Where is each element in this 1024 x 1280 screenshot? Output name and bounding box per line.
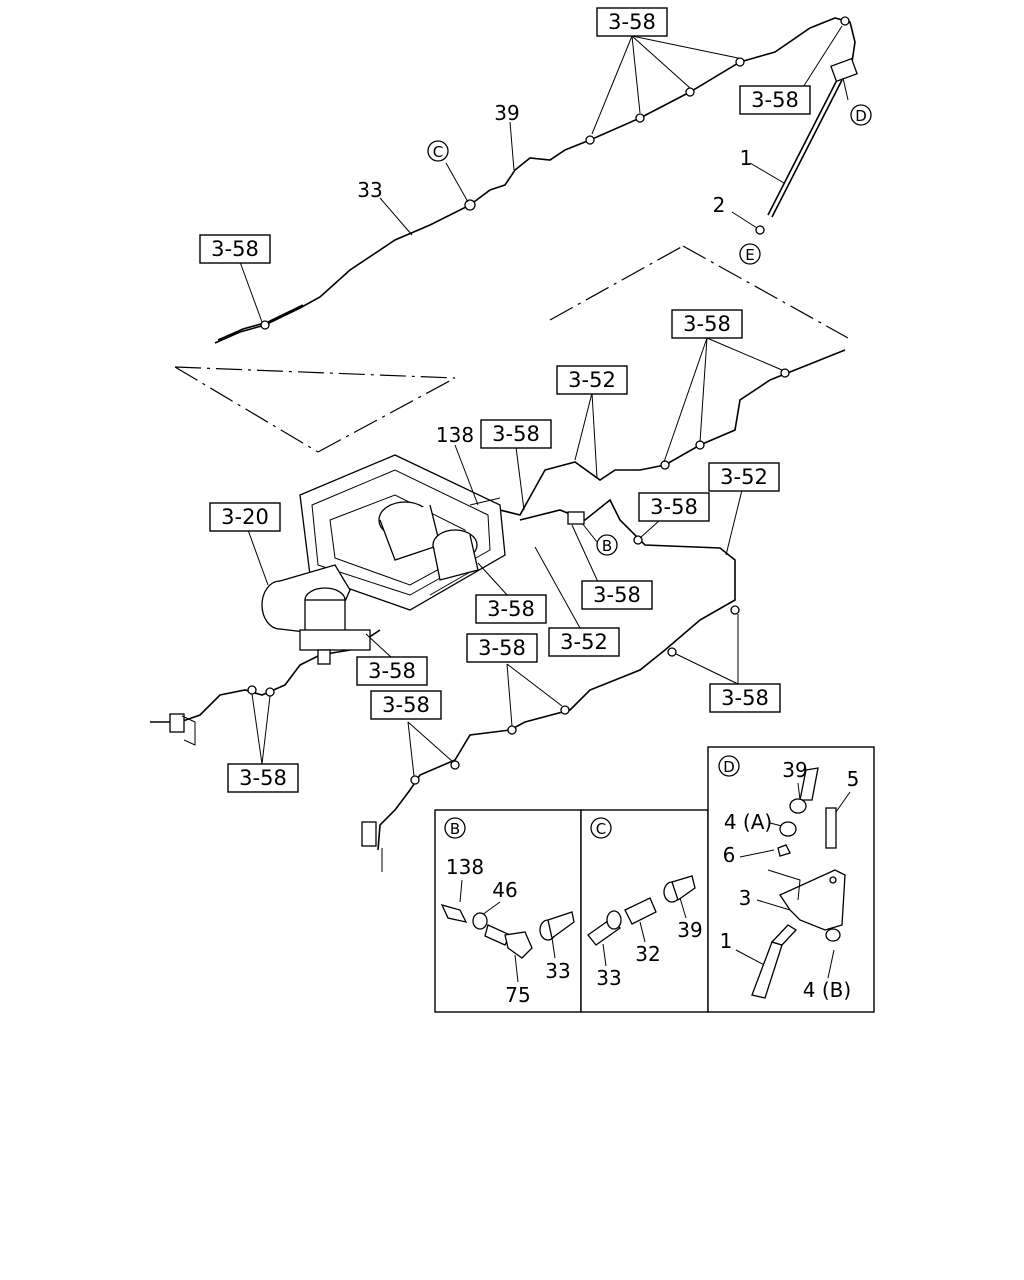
svg-text:3-52: 3-52: [568, 368, 616, 392]
svg-text:3-58: 3-58: [382, 693, 430, 717]
upper-pipe-clips: [260, 16, 850, 330]
svg-text:3-58: 3-58: [608, 10, 656, 34]
svg-text:3-58: 3-58: [211, 237, 259, 261]
svg-text:3: 3: [739, 886, 752, 910]
svg-text:3-58: 3-58: [683, 312, 731, 336]
detail-panel-B: B 138 46 75 33: [434, 809, 582, 1013]
marker-C: C: [427, 140, 449, 162]
lower-pipe-clips: [410, 368, 790, 785]
ref-label-r3: 3-58: [199, 234, 271, 264]
svg-text:B: B: [602, 537, 612, 555]
svg-text:3-58: 3-58: [487, 597, 535, 621]
frame-outline: [174, 245, 849, 453]
callout-2: 2: [713, 193, 726, 217]
svg-text:B: B: [450, 820, 460, 838]
detail-panel-D: D 39 5 4 (A) 6 3 1 4 (B): [707, 746, 875, 1013]
ref-label-r2: 3-58: [739, 85, 811, 115]
svg-text:3-52: 3-52: [560, 630, 608, 654]
upper-pipe-line: [214, 16, 858, 344]
svg-text:39: 39: [677, 918, 702, 942]
svg-text:4 (A): 4 (A): [724, 810, 772, 834]
ref-label-r8: 3-52: [708, 462, 780, 492]
lower-right-pipe-line: [361, 349, 846, 872]
ref-label-r1: 3-58: [596, 7, 668, 37]
callout-138: 138: [436, 423, 474, 447]
svg-text:C: C: [433, 143, 443, 161]
ref-label-r6: 3-58: [480, 419, 552, 449]
ref-label-r7: 3-20: [209, 502, 281, 532]
ref-label-r17: 3-58: [227, 763, 299, 793]
svg-text:39: 39: [782, 758, 807, 782]
svg-text:3-20: 3-20: [221, 505, 269, 529]
svg-text:4 (B): 4 (B): [803, 978, 851, 1002]
svg-text:6: 6: [723, 843, 736, 867]
ref-label-r14: 3-58: [466, 633, 538, 663]
ref-label-r15: 3-58: [709, 683, 781, 713]
marker-B: B: [596, 534, 618, 556]
svg-text:3-58: 3-58: [721, 686, 769, 710]
air-tank-assembly: [261, 454, 506, 665]
ref-label-r4: 3-58: [671, 309, 743, 339]
svg-text:3-58: 3-58: [650, 495, 698, 519]
svg-text:1: 1: [720, 929, 733, 953]
svg-text:33: 33: [545, 959, 570, 983]
marker-E: E: [739, 243, 761, 265]
ref-label-r12: 3-52: [548, 627, 620, 657]
ref-label-r10: 3-58: [581, 580, 653, 610]
svg-text:3-58: 3-58: [751, 88, 799, 112]
callout-1: 1: [740, 146, 753, 170]
marker-B-leader: [581, 522, 598, 543]
svg-text:5: 5: [847, 767, 860, 791]
svg-text:3-52: 3-52: [720, 465, 768, 489]
svg-text:E: E: [745, 246, 754, 264]
svg-text:D: D: [723, 758, 735, 776]
callout-33: 33: [357, 178, 382, 202]
svg-text:3-58: 3-58: [478, 636, 526, 660]
svg-text:C: C: [596, 820, 606, 838]
marker-D: D: [850, 104, 872, 126]
svg-text:75: 75: [505, 983, 530, 1007]
svg-text:46: 46: [492, 878, 517, 902]
fitting-B: [567, 511, 585, 525]
svg-text:32: 32: [635, 942, 660, 966]
ref-label-r9: 3-58: [638, 492, 710, 522]
svg-text:3-58: 3-58: [593, 583, 641, 607]
ref-label-r16: 3-58: [370, 690, 442, 720]
ref-label-r11: 3-58: [475, 594, 547, 624]
svg-text:3-58: 3-58: [492, 422, 540, 446]
svg-text:138: 138: [446, 855, 484, 879]
callout-39: 39: [494, 101, 519, 125]
svg-text:3-58: 3-58: [368, 659, 416, 683]
svg-text:33: 33: [596, 966, 621, 990]
ref-label-r13: 3-58: [356, 656, 428, 686]
ref-label-r5: 3-52: [556, 365, 628, 395]
detail-panel-C: C 33 32 39: [580, 809, 709, 1013]
svg-text:3-58: 3-58: [239, 766, 287, 790]
leader-lines: [239, 25, 849, 777]
svg-text:D: D: [855, 107, 867, 125]
